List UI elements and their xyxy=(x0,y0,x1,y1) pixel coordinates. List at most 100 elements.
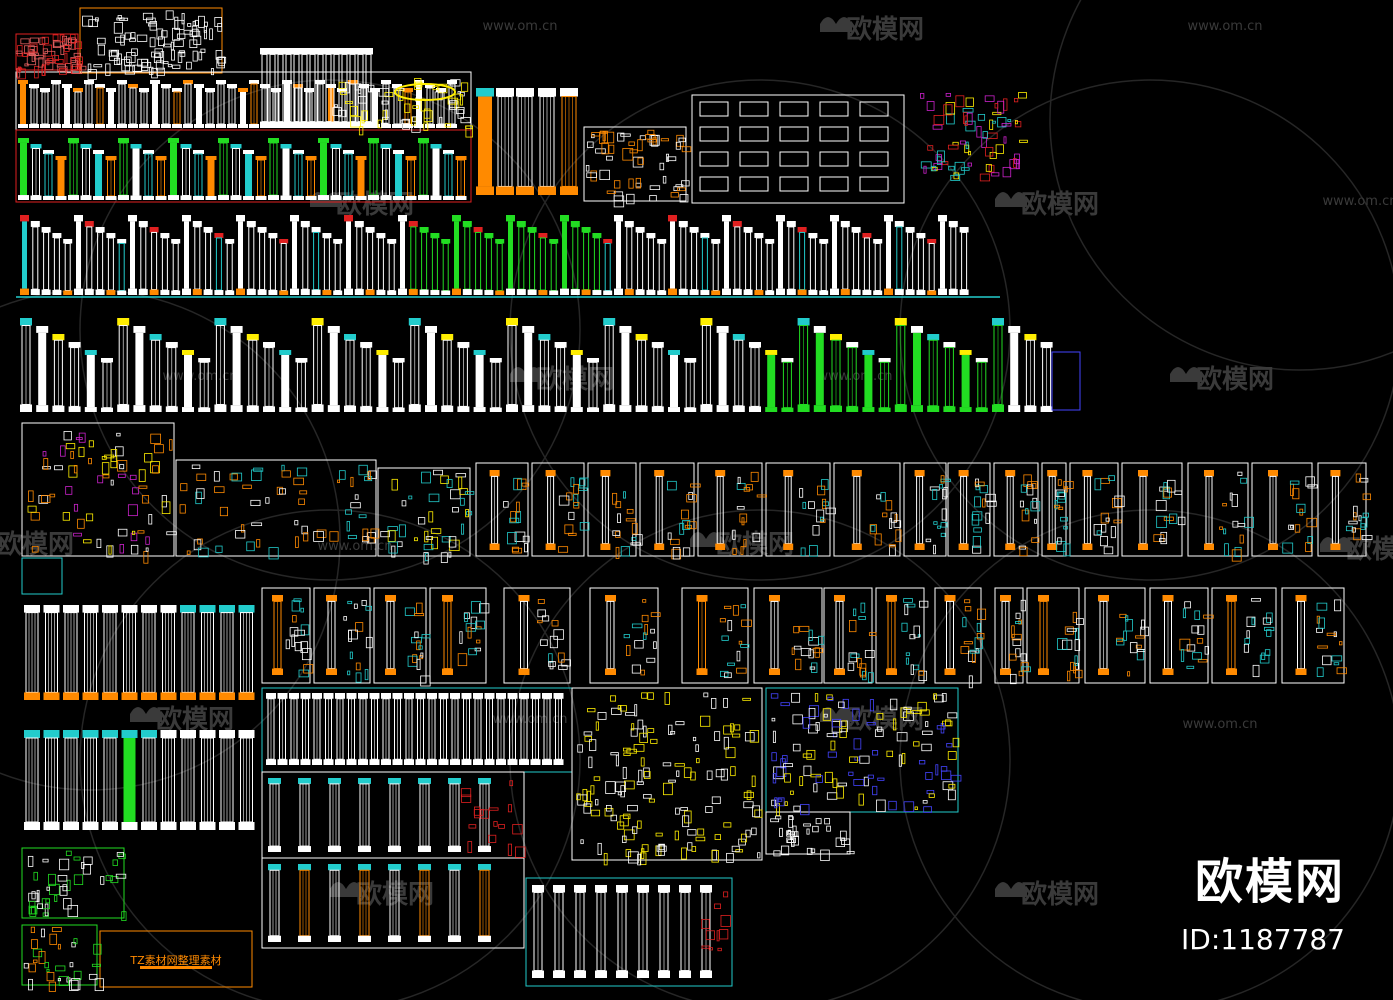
column-base xyxy=(376,407,389,412)
column-shaft xyxy=(367,231,374,291)
detail-mark xyxy=(642,599,647,603)
detail-mark xyxy=(997,100,1005,114)
column-elevation xyxy=(323,693,334,765)
detail-mark xyxy=(131,48,138,56)
detail-mark xyxy=(73,465,78,474)
detail-mark xyxy=(1016,159,1020,170)
column-base xyxy=(41,289,51,295)
detail-mark xyxy=(67,904,79,918)
column-capital xyxy=(328,778,341,784)
detail-mark xyxy=(631,664,641,674)
column-base xyxy=(830,288,839,295)
detail-mark xyxy=(516,501,520,513)
column-capital xyxy=(427,693,437,699)
column-capital xyxy=(506,215,515,222)
detail-mark xyxy=(31,891,36,900)
detail-mark xyxy=(51,927,62,932)
sheet-frame xyxy=(571,687,763,861)
detail-block xyxy=(1179,601,1214,669)
column-base xyxy=(914,543,925,550)
column-elevation xyxy=(180,144,192,200)
detail-mark xyxy=(620,133,631,137)
column-base xyxy=(696,668,708,675)
column-elevation xyxy=(84,350,97,412)
column-capital xyxy=(370,88,380,92)
detail-mark xyxy=(940,766,948,772)
detail-mark xyxy=(832,731,838,738)
detail-mark xyxy=(723,891,729,898)
detail-mark xyxy=(68,37,77,50)
detail-mark xyxy=(925,721,929,727)
detail-mark xyxy=(631,522,638,535)
detail-mark xyxy=(62,35,68,45)
column-elevation xyxy=(1138,470,1148,550)
column-elevation xyxy=(165,342,178,412)
column-elevation xyxy=(227,84,237,128)
detail-mark xyxy=(605,781,616,794)
column-capital xyxy=(448,778,461,784)
column-capital xyxy=(819,239,829,244)
column-base xyxy=(316,121,325,128)
column-elevation xyxy=(355,156,367,200)
column-capital xyxy=(581,227,591,233)
column-elevation xyxy=(216,80,226,128)
column-elevation xyxy=(141,730,157,830)
detail-mark xyxy=(947,789,956,801)
column-base xyxy=(311,404,324,412)
column-base xyxy=(268,290,278,295)
detail-mark xyxy=(557,652,565,663)
column-base xyxy=(732,405,745,412)
detail-mark xyxy=(452,507,459,513)
column-base xyxy=(732,289,742,295)
detail-mark xyxy=(70,58,80,70)
column-shaft xyxy=(928,242,935,292)
column-elevation xyxy=(183,80,193,128)
column-shaft xyxy=(238,221,243,289)
column-shaft xyxy=(432,148,440,196)
detail-mark xyxy=(387,526,398,531)
column-capital xyxy=(419,227,429,233)
column-shaft xyxy=(95,154,102,196)
detail-mark xyxy=(642,632,647,640)
sheet-frame xyxy=(1041,462,1067,557)
detail-mark xyxy=(668,779,676,783)
column-capital xyxy=(293,150,304,154)
detail-mark xyxy=(682,815,690,828)
detail-mark xyxy=(400,119,410,124)
column-elevation xyxy=(549,239,559,295)
column-elevation xyxy=(272,595,283,675)
column-elevation xyxy=(243,150,254,200)
column-capital xyxy=(958,470,969,477)
detail-mark xyxy=(882,512,888,518)
column-base xyxy=(243,196,254,200)
column-base xyxy=(408,404,421,412)
detail-mark xyxy=(723,736,729,750)
column-elevation xyxy=(527,227,537,295)
column-capital xyxy=(214,233,224,238)
detail-mark xyxy=(96,538,102,549)
column-shaft xyxy=(313,231,320,291)
detail-mark xyxy=(292,615,297,623)
detail-mark xyxy=(732,733,741,738)
detail-mark xyxy=(975,484,980,491)
detail-mark xyxy=(740,833,747,843)
column-base xyxy=(886,668,897,675)
detail-mark xyxy=(909,634,916,640)
detail-mark xyxy=(421,471,431,484)
column-capital xyxy=(538,233,548,238)
column-elevation xyxy=(139,88,149,128)
column-shaft xyxy=(637,231,644,291)
column-elevation xyxy=(52,233,62,295)
detail-mark xyxy=(115,446,124,457)
column-elevation xyxy=(462,221,472,295)
detail-mark xyxy=(1222,502,1227,507)
detail-mark xyxy=(835,837,845,847)
detail-mark xyxy=(965,141,969,150)
column-capital xyxy=(348,80,358,84)
sheet-frame xyxy=(175,459,377,557)
column-base xyxy=(554,406,567,412)
column-shaft xyxy=(479,869,490,937)
column-base xyxy=(668,407,680,412)
column-base xyxy=(344,405,356,412)
column-base xyxy=(1008,405,1021,412)
